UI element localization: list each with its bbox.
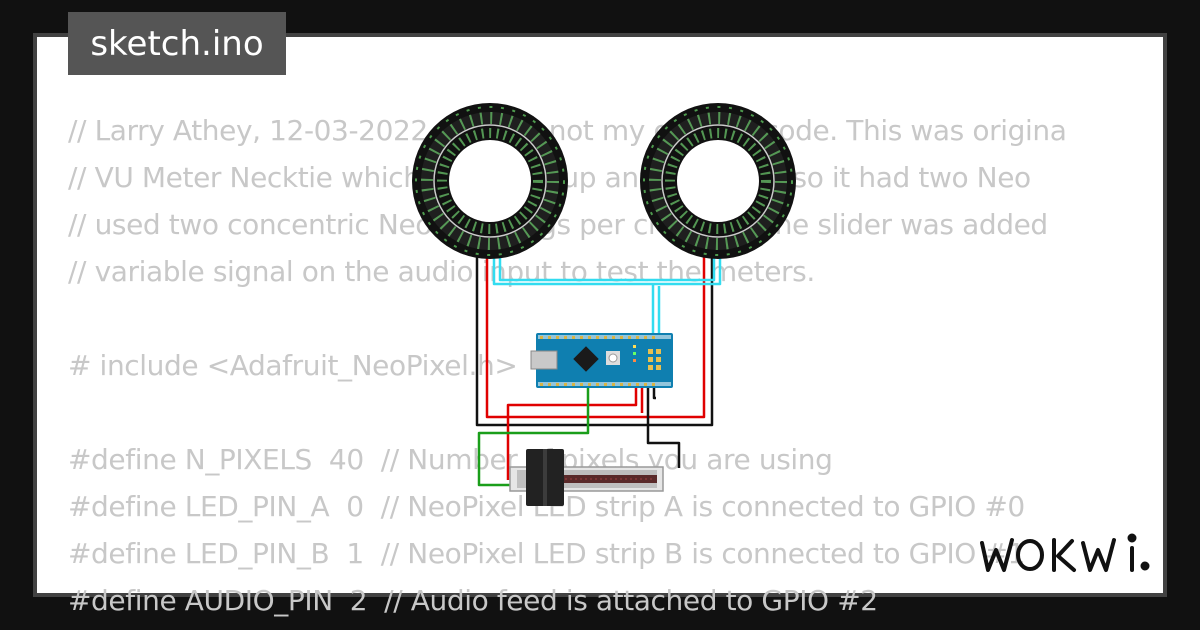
- code-line: # include <Adafruit_NeoPixel.h>: [68, 349, 518, 382]
- wire-red: [485, 255, 706, 419]
- code-line: #define AUDIO_PIN 2 // Audio feed is att…: [68, 584, 878, 617]
- wire-black: [475, 255, 714, 427]
- code-editor: // Larry Athey, 12-03-2022 - This is not…: [68, 107, 1067, 624]
- code-panel: // Larry Athey, 12-03-2022 - This is not…: [37, 37, 1163, 617]
- arduino-nano-board[interactable]: [530, 333, 673, 388]
- neopixel-ring-right[interactable]: [640, 103, 796, 259]
- usb-connector: [530, 350, 558, 370]
- wire-black: [646, 388, 681, 468]
- wire-green: [477, 388, 590, 487]
- wire-black: [652, 388, 656, 400]
- slide-potentiometer[interactable]: [509, 449, 664, 506]
- microcontroller-chip: [573, 346, 599, 372]
- neopixel-ring-left[interactable]: [412, 103, 568, 259]
- wire-red: [506, 388, 638, 480]
- code-line: // variable signal on the audio input to…: [68, 255, 815, 288]
- wokwi-logo-icon: [980, 533, 1150, 572]
- wire-cyan: [492, 255, 722, 286]
- wire-cyan: [498, 255, 716, 282]
- file-name-badge: sketch.ino: [68, 12, 286, 75]
